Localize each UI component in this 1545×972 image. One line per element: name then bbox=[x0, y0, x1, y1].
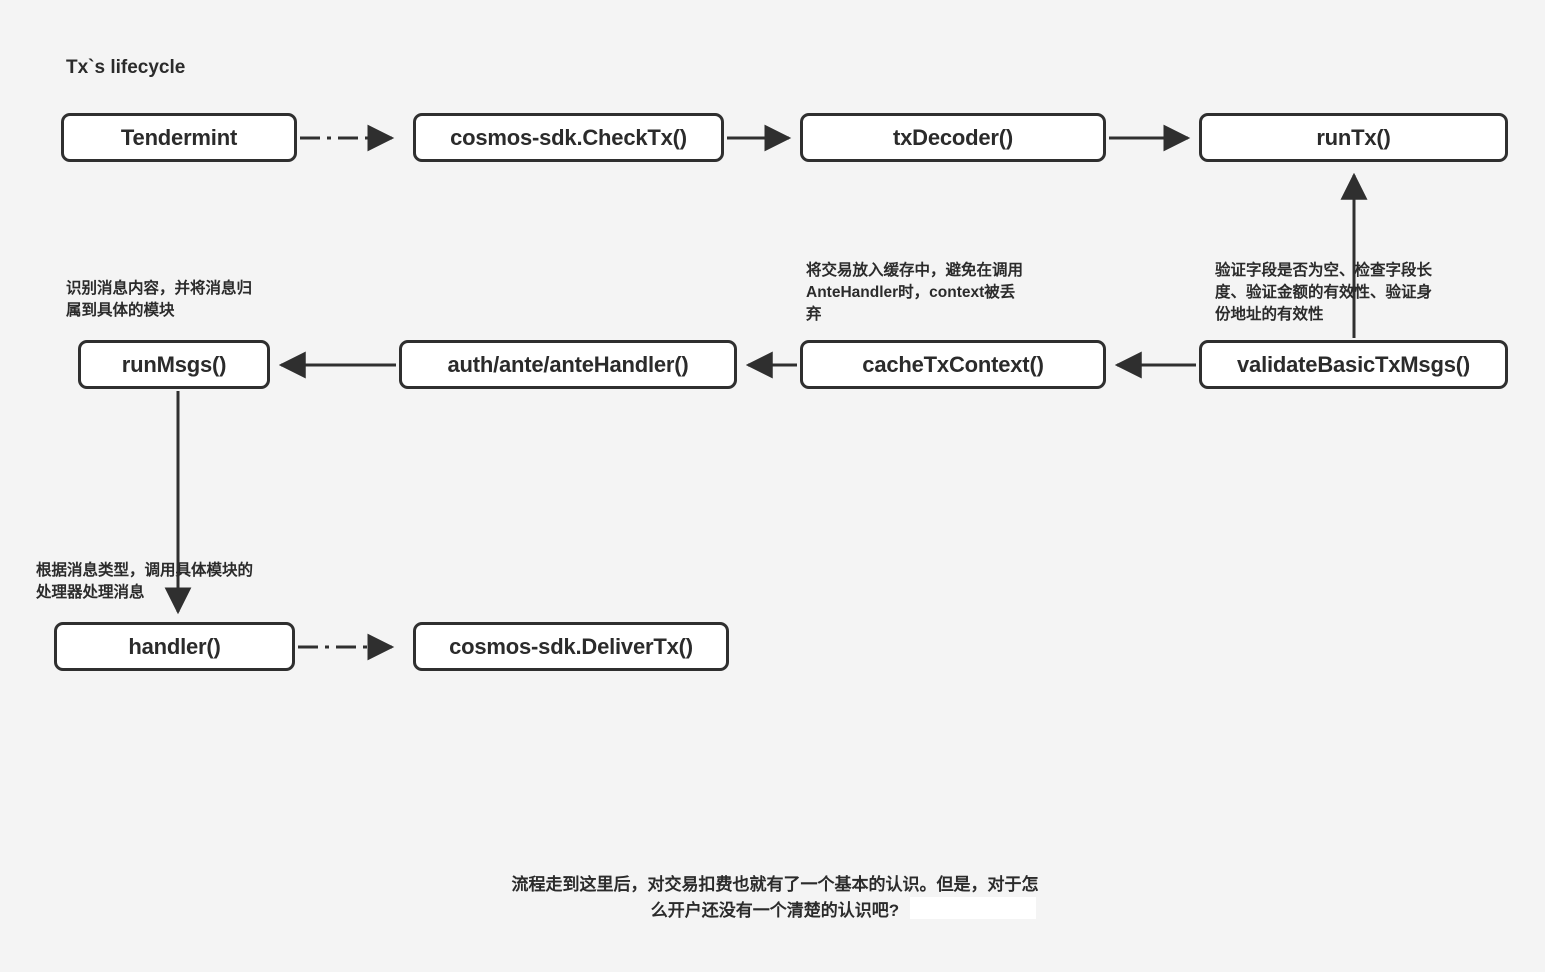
node-label: auth/ante/anteHandler() bbox=[447, 351, 689, 377]
node-tendermint[interactable]: Tendermint bbox=[61, 113, 297, 162]
bottom-caption: 流程走到这里后，对交易扣费也就有了一个基本的认识。但是，对于怎么开户还没有一个清… bbox=[511, 875, 1039, 921]
node-label: cacheTxContext() bbox=[862, 351, 1044, 377]
note-runmsgs: 识别消息内容，并将消息归 属到具体的模块 bbox=[66, 280, 253, 319]
note-cachetxcontext: 将交易放入缓存中，避免在调用 AnteHandler时，context被丢 弃 bbox=[806, 262, 1024, 323]
node-cosmos-sdk-checktx[interactable]: cosmos-sdk.CheckTx() bbox=[413, 113, 724, 162]
node-label: cosmos-sdk.CheckTx() bbox=[450, 124, 687, 150]
diagram-title: Tx`s lifecycle bbox=[66, 57, 186, 78]
node-txdecoder[interactable]: txDecoder() bbox=[800, 113, 1106, 162]
node-label: runTx() bbox=[1316, 124, 1391, 150]
note-validatebasictxmsgs: 验证字段是否为空、检查字段长 度、验证金额的有效性、验证身 份地址的有效性 bbox=[1215, 262, 1433, 323]
node-label: Tendermint bbox=[120, 124, 238, 150]
node-cosmos-sdk-delivertx[interactable]: cosmos-sdk.DeliverTx() bbox=[413, 622, 729, 671]
node-runtx[interactable]: runTx() bbox=[1199, 113, 1508, 162]
node-label: cosmos-sdk.DeliverTx() bbox=[449, 633, 693, 659]
note-handler: 根据消息类型，调用具体模块的 处理器处理消息 bbox=[36, 562, 254, 601]
node-auth-ante-antehandler[interactable]: auth/ante/anteHandler() bbox=[399, 340, 737, 389]
node-validatebasictxmsgs[interactable]: validateBasicTxMsgs() bbox=[1199, 340, 1508, 389]
node-label: validateBasicTxMsgs() bbox=[1237, 351, 1470, 377]
node-label: handler() bbox=[128, 633, 221, 659]
node-handler[interactable]: handler() bbox=[54, 622, 295, 671]
redaction-block bbox=[910, 897, 1036, 919]
node-cachetxcontext[interactable]: cacheTxContext() bbox=[800, 340, 1106, 389]
node-label: txDecoder() bbox=[892, 124, 1014, 150]
node-runmsgs[interactable]: runMsgs() bbox=[78, 340, 270, 389]
node-label: runMsgs() bbox=[121, 351, 227, 377]
